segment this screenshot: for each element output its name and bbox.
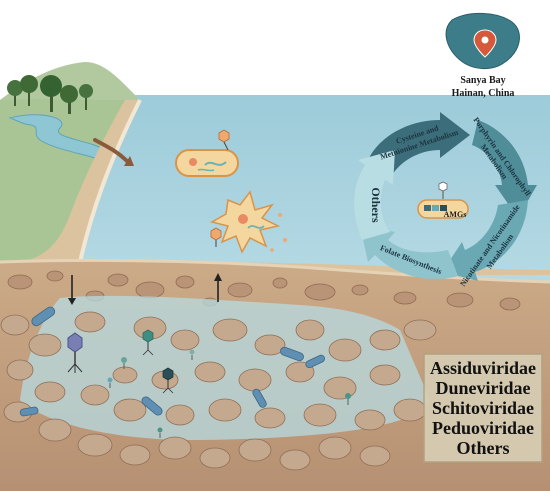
viral-family-2: Duneviridae	[435, 378, 530, 398]
attaching-phage	[218, 129, 230, 151]
phage-small-7	[157, 427, 163, 438]
location-map: Sanya Bay Hainan, China	[445, 12, 520, 99]
phage-small-1	[142, 329, 154, 356]
river-outflow-arrowhead	[124, 156, 134, 166]
cycle-segment-others	[354, 150, 395, 240]
viral-family-3: Schitoviridae	[432, 398, 534, 418]
river-outflow-arrow	[93, 138, 130, 164]
viral-family-5: Others	[457, 438, 510, 458]
amg-center: AMGs	[417, 181, 469, 219]
phage-small-5	[189, 349, 195, 360]
released-phage	[210, 227, 222, 247]
sediment-surface	[0, 258, 550, 284]
viral-family-1: Assiduviridae	[430, 358, 536, 378]
location-region: Hainan, China	[452, 88, 515, 99]
cycle-segment-nicotinate	[442, 200, 528, 281]
phage-small-3	[121, 357, 127, 369]
phage-particles	[67, 329, 351, 438]
phage-small-6	[345, 393, 351, 405]
cycle-segment-folate	[360, 225, 458, 280]
upper-pebbles	[7, 270, 521, 311]
cycle-segment-porphyrin	[472, 120, 537, 218]
phage-small-4	[107, 377, 113, 388]
infected-bacterium	[175, 149, 239, 177]
phage-large	[67, 332, 83, 373]
beach	[0, 100, 550, 275]
sediment-bacteria	[19, 306, 326, 417]
location-name: Sanya Bay	[460, 75, 505, 86]
cycle-label-others: Others	[369, 187, 383, 223]
shoreline-foam	[78, 99, 142, 263]
lower-pebbles	[0, 311, 437, 471]
amg-phage-icon	[438, 181, 448, 199]
downwelling-arrowhead	[68, 298, 76, 305]
viral-family-4: Peduoviridae	[432, 418, 534, 438]
amg-label: AMGs	[444, 210, 467, 219]
lysed-bacterium	[210, 190, 287, 254]
upwelling-arrowhead	[214, 273, 222, 281]
phage-small-2	[162, 367, 174, 394]
viral-families-panel	[423, 353, 543, 463]
trees	[7, 75, 93, 114]
